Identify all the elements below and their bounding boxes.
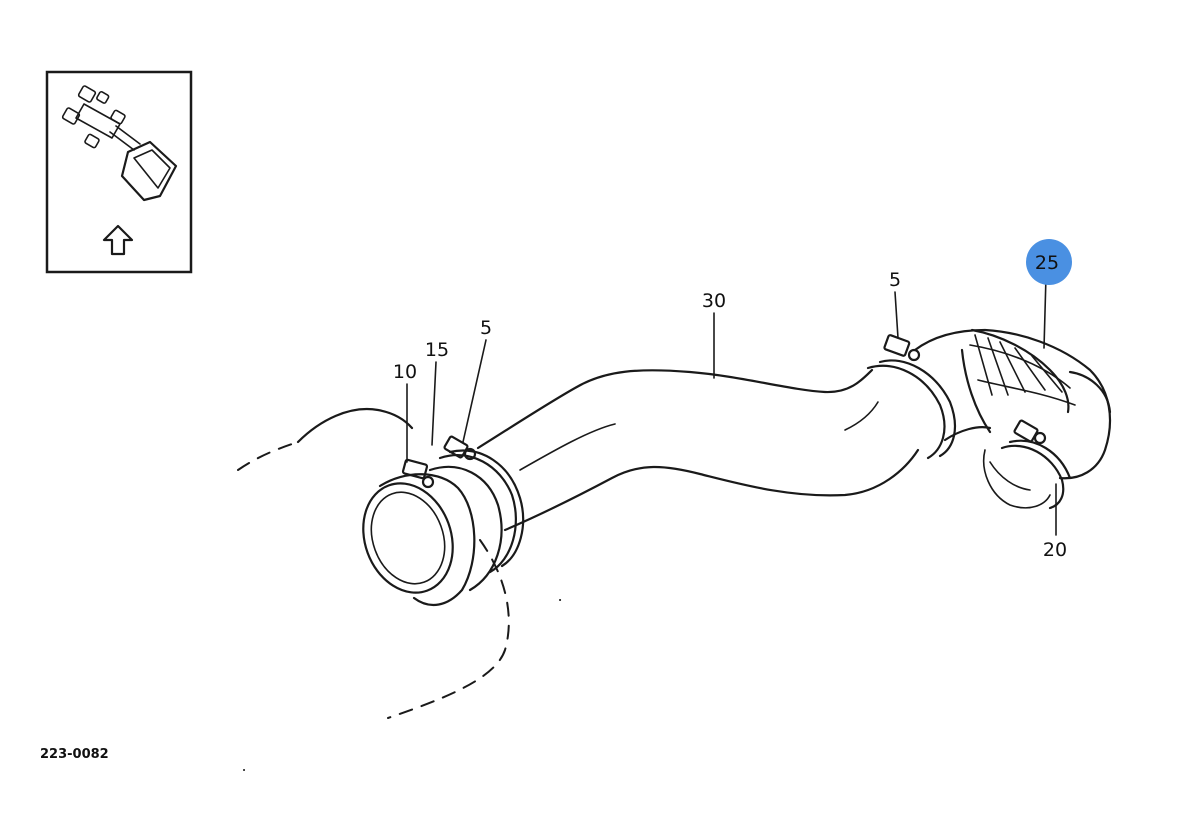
callout-10: 10 [393, 361, 417, 383]
context-outline [237, 407, 561, 771]
callout-label-25: 25 [1035, 252, 1059, 274]
callout-label-5-right: 5 [889, 269, 901, 291]
callout-25[interactable]: 25 [1026, 239, 1072, 285]
callout-label-5-left: 5 [480, 317, 492, 339]
leader-lines [406, 275, 1057, 536]
callout-label-30: 30 [702, 290, 726, 312]
callout-20: 20 [1043, 539, 1067, 561]
drawing-code: 223-0082 [40, 747, 109, 762]
callout-30: 30 [702, 290, 726, 312]
left-coupler [362, 465, 503, 607]
callout-label-20: 20 [1043, 539, 1067, 561]
callout-5-right: 5 [889, 269, 901, 291]
direction-arrow-icon [102, 224, 134, 256]
right-clamp-20 [983, 419, 1072, 510]
callout-5-left: 5 [480, 317, 492, 339]
callout-15: 15 [425, 339, 449, 361]
highlight-marker[interactable] [1026, 239, 1072, 285]
vehicle-icon [61, 85, 178, 202]
right-clamp-5 [866, 334, 957, 460]
location-inset [45, 70, 193, 274]
left-clamps [401, 435, 525, 574]
callout-label-15: 15 [425, 339, 449, 361]
hose-part-30 [476, 368, 920, 532]
elbow-part-25 [913, 328, 1112, 480]
callout-label-10: 10 [393, 361, 417, 383]
